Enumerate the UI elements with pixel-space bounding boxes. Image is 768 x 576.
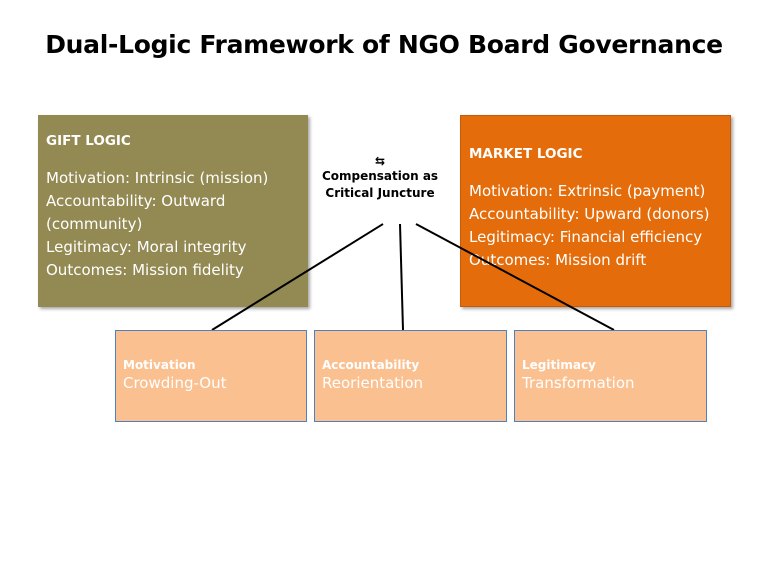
mechanism-box-accountability: Accountability Reorientation (314, 330, 507, 422)
juncture-label-line1: Compensation as (321, 169, 439, 183)
critical-juncture-label: ⇆ Compensation as Critical Juncture (320, 154, 440, 202)
connector-to-motivation (211, 223, 384, 331)
market-logic-legitimacy: Legitimacy: Financial efficiency (469, 228, 703, 246)
gift-logic-box: GIFT LOGIC Motivation: Intrinsic (missio… (38, 115, 308, 307)
mechanism-category: Accountability (322, 358, 420, 372)
mechanism-name: Reorientation (322, 374, 424, 392)
market-logic-outcomes: Outcomes: Mission drift (469, 251, 647, 269)
gift-logic-accountability: Accountability: Outward (community) (46, 192, 226, 233)
mechanism-box-legitimacy: Legitimacy Transformation (514, 330, 707, 422)
mechanism-name: Crowding-Out (123, 374, 227, 392)
diagram-title: Dual-Logic Framework of NGO Board Govern… (45, 30, 723, 59)
market-logic-box: MARKET LOGIC Motivation: Extrinsic (paym… (460, 115, 731, 307)
market-logic-heading: MARKET LOGIC (469, 146, 583, 162)
mechanism-name: Transformation (522, 374, 635, 392)
gift-logic-legitimacy: Legitimacy: Moral integrity (46, 238, 247, 256)
market-logic-motivation: Motivation: Extrinsic (payment) (469, 182, 706, 200)
gift-logic-motivation: Motivation: Intrinsic (mission) (46, 169, 269, 187)
mechanism-category: Legitimacy (522, 358, 596, 372)
connector-to-legitimacy (415, 223, 615, 331)
connector-to-accountability (399, 223, 404, 331)
juncture-label-line2: Critical Juncture (325, 186, 435, 200)
mechanism-box-motivation: Motivation Crowding-Out (115, 330, 307, 422)
exchange-arrows-icon: ⇆ (374, 154, 386, 168)
gift-logic-heading: GIFT LOGIC (46, 133, 131, 149)
gift-logic-outcomes: Outcomes: Mission fidelity (46, 261, 244, 279)
mechanism-category: Motivation (123, 358, 196, 372)
market-logic-accountability: Accountability: Upward (donors) (469, 205, 710, 223)
